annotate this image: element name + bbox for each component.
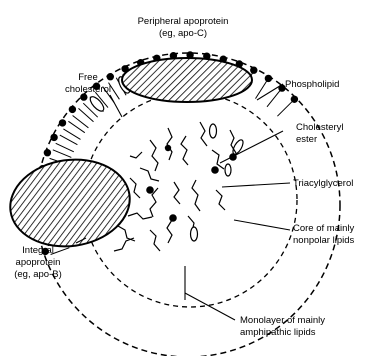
free-cholesterol-label-2: cholesterol	[65, 84, 111, 95]
phospholipid-tail	[53, 150, 72, 158]
phospholipid-head	[44, 149, 51, 156]
phospholipid-tail	[56, 143, 74, 152]
phospholipid-tail	[256, 78, 269, 98]
free-cholesterol-label: Free	[78, 72, 98, 83]
phospholipid-tail	[277, 99, 294, 116]
peripheral-apoprotein-example: (eg, apo-C)	[159, 28, 207, 39]
peripheral-apoprotein-label: Peripheral apoprotein	[138, 16, 229, 27]
core-label-2: nonpolar lipids	[293, 235, 355, 246]
core-label: Core of mainly	[293, 223, 354, 234]
monolayer-label: Monolayer of mainly	[240, 315, 325, 326]
triacylglycerol-label: Triacylglycerol	[293, 178, 353, 189]
phospholipid-tail	[267, 88, 282, 107]
integral-apoprotein-label: Integral	[22, 245, 54, 256]
integral-apoprotein-label-2: apoprotein	[16, 257, 61, 268]
phospholipid-head	[107, 73, 114, 80]
phospholipid-head	[59, 119, 66, 126]
core-cholesterol-rings	[191, 124, 232, 241]
integral-apoprotein-example: (eg, apo-B)	[14, 269, 62, 280]
phospholipid-head	[50, 134, 57, 141]
phospholipid-label: Phospholipid	[285, 79, 339, 90]
phospholipid-tail	[60, 135, 78, 145]
cholesteryl-ester-label-2: ester	[296, 134, 317, 145]
peripheral-apoprotein-shape	[122, 58, 252, 102]
core-dots	[146, 145, 219, 222]
phospholipid-tail	[63, 129, 80, 140]
cholesteryl-ester-label: Cholesteryl	[296, 122, 344, 133]
integral-apoprotein-shape	[5, 152, 136, 254]
phospholipid-head	[69, 106, 76, 113]
monolayer-label-2: amphipathic lipids	[240, 327, 316, 338]
core-lipids	[114, 122, 236, 251]
